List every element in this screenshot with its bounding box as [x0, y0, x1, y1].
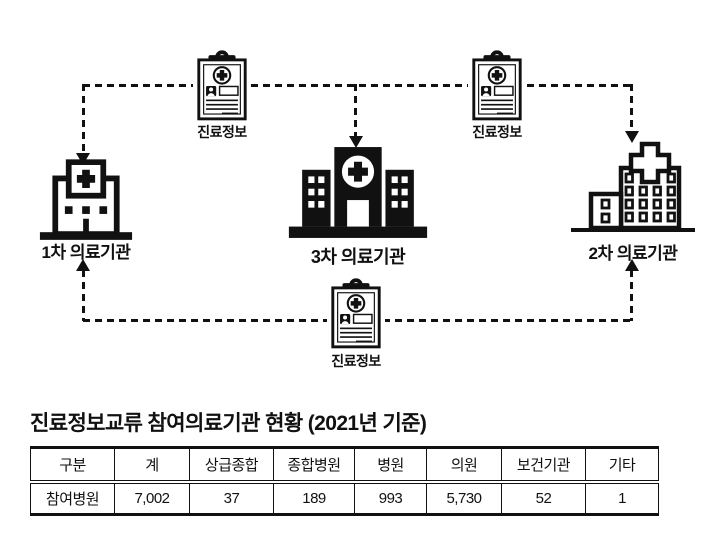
arrow-down-tertiary-icon: [349, 136, 363, 148]
col-header: 보건기관: [501, 447, 586, 484]
col-header: 종합병원: [273, 447, 355, 484]
dashed-drop-secondary: [630, 84, 633, 132]
col-header: 의원: [426, 447, 502, 484]
cell-value: 52: [501, 482, 586, 515]
medical-record-label: 진료정보: [331, 353, 381, 369]
dashed-drop-tertiary: [354, 84, 357, 137]
table-row: 참여병원 7,002 37 189 993 5,730 52 1: [30, 482, 659, 515]
participation-table: 구분 계 상급종합 종합병원 병원 의원 보건기관 기타 참여병원 7,002 …: [30, 446, 659, 516]
medical-record-icon: [468, 50, 526, 122]
dashed-rise-secondary: [630, 270, 633, 321]
cell-value: 189: [273, 482, 355, 515]
medical-record-icon: [193, 50, 251, 122]
cell-total: 7,002: [114, 482, 190, 515]
tertiary-hospital-label: 3차 의료기관: [310, 247, 406, 267]
medical-record-label: 진료정보: [472, 124, 522, 140]
primary-hospital-icon: [38, 159, 134, 242]
medical-record-icon: [327, 278, 385, 350]
col-header: 기타: [585, 447, 659, 484]
row-label: 참여병원: [30, 482, 115, 515]
col-header: 병원: [354, 447, 427, 484]
arrow-down-secondary-icon: [625, 131, 639, 143]
section-title: 진료정보교류 참여의료기관 현황 (2021년 기준): [30, 412, 427, 435]
col-header: 계: [114, 447, 190, 484]
cell-value: 1: [585, 482, 659, 515]
cell-value: 5,730: [426, 482, 502, 515]
dashed-rise-primary: [82, 270, 85, 321]
table-header-row: 구분 계 상급종합 종합병원 병원 의원 보건기관 기타: [30, 447, 659, 484]
primary-hospital-label: 1차 의료기관: [41, 243, 131, 262]
tertiary-hospital-icon: [287, 145, 429, 240]
secondary-hospital-label: 2차 의료기관: [588, 244, 678, 263]
dashed-drop-primary: [82, 84, 85, 154]
dashed-connector-top: [83, 84, 632, 87]
col-header: 구분: [30, 447, 115, 484]
medical-record-label: 진료정보: [197, 124, 247, 140]
secondary-hospital-icon: [571, 140, 695, 232]
arrow-up-primary-icon: [76, 259, 90, 271]
col-header: 상급종합: [189, 447, 274, 484]
cell-value: 37: [189, 482, 274, 515]
cell-value: 993: [354, 482, 427, 515]
arrow-up-secondary-icon: [625, 259, 639, 271]
